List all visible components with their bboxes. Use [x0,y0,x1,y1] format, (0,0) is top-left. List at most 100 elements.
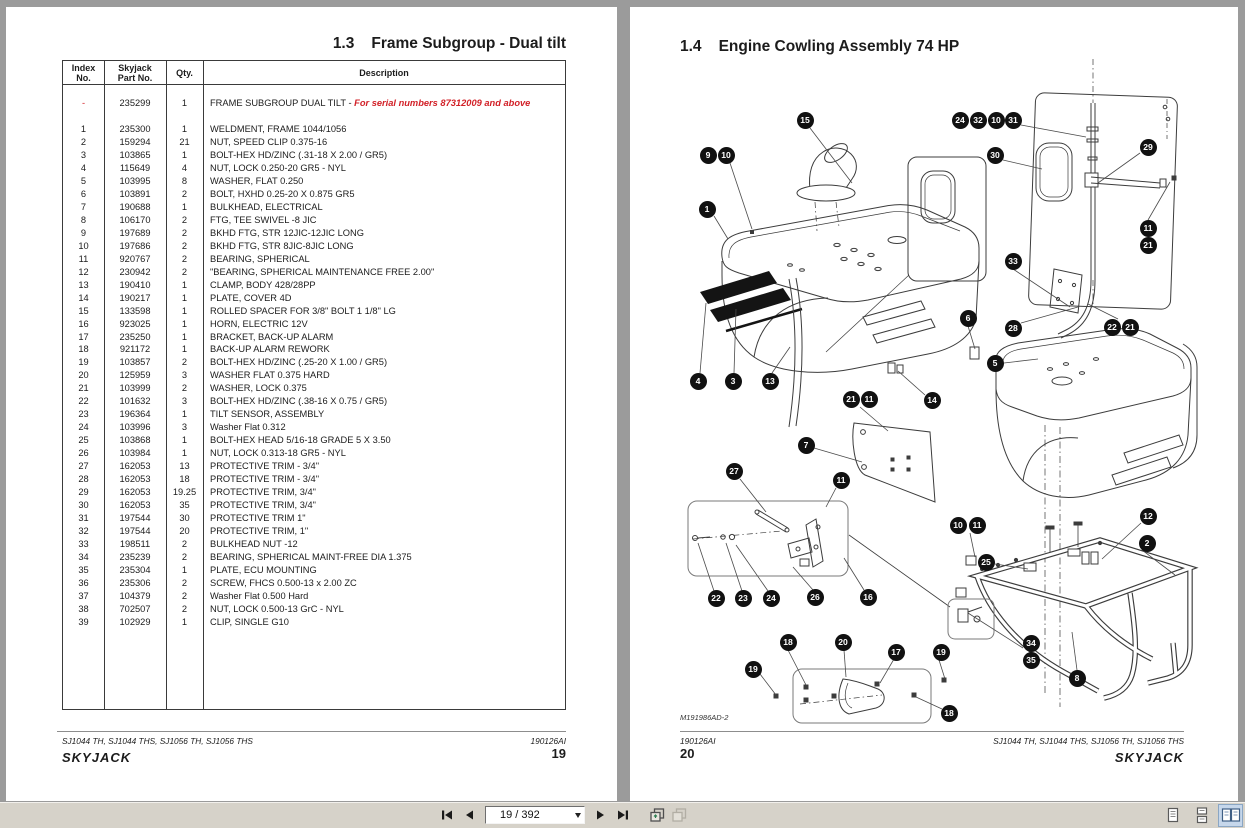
continuous-layout-button[interactable] [1189,804,1214,827]
callout-17: 17 [887,643,905,661]
callout-16: 16 [859,588,877,606]
callout-13: 13 [761,372,779,390]
continuous-layout-icon [1196,807,1207,824]
callout-20: 20 [834,633,852,651]
leader-lines [697,124,1176,710]
section-number: 1.3 [332,35,355,52]
next-view-button[interactable] [669,805,689,825]
facing-pages-layout-button[interactable] [1218,804,1243,827]
figure-reference: M191986AD-2 [680,713,729,722]
callout-6: 6 [959,309,977,327]
callout-12: 12 [1139,507,1157,525]
intro-description: FRAME SUBGROUP DUAL TILT - For serial nu… [210,98,531,108]
footer-page-number: 19 [551,746,566,761]
table-body: - 235299 1 FRAME SUBGROUP DUAL TILT - Fo… [63,85,565,709]
callout-15: 15 [796,111,814,129]
table-divider [166,61,167,709]
callout-27: 27 [725,462,743,480]
last-page-button[interactable] [613,805,633,825]
previous-view-icon [649,808,664,822]
page-dropdown-icon[interactable] [575,813,581,818]
next-page-icon [597,810,604,820]
facing-pages-layout-icon [1221,808,1240,822]
callout-2: 2 [1138,534,1156,552]
page-layout-controls [1160,804,1243,827]
callout-34: 34 [1022,634,1040,652]
previous-page-icon [466,810,473,820]
callout-10: 10 [987,111,1005,129]
section-name: Engine Cowling Assembly 74 HP [718,38,960,55]
intro-index: - [81,98,86,108]
footer-models: SJ1044 TH, SJ1044 THS, SJ1056 TH, SJ1056… [62,736,253,746]
intro-qty: 1 [181,98,188,108]
viewer-toolbar: 19 / 392 [0,801,1245,828]
callout-30: 30 [986,146,1004,164]
footer-rule [680,731,1184,732]
section-number: 1.4 [680,38,702,55]
callout-19: 19 [744,660,762,678]
skyjack-logo: SKYJACK [62,750,132,765]
page-number-value: 19 / 392 [500,809,540,821]
first-page-icon [442,810,452,820]
callout-35: 35 [1022,651,1040,669]
callout-24: 24 [762,589,780,607]
single-page-layout-button[interactable] [1160,804,1185,827]
callout-3: 3 [724,372,742,390]
callout-11: 11 [1139,219,1157,237]
callout-11: 11 [968,516,986,534]
callout-22: 22 [1103,318,1121,336]
next-page-button[interactable] [591,805,611,825]
callout-5: 5 [986,354,1004,372]
page-number-field[interactable]: 19 / 392 [485,806,585,824]
previous-page-button[interactable] [459,805,479,825]
previous-view-button[interactable] [647,805,667,825]
footer-doc-number: 190126AI [680,736,716,746]
first-page-button[interactable] [437,805,457,825]
callout-11: 11 [832,471,850,489]
callout-4: 4 [689,372,707,390]
section-title-left: 1.3 Frame Subgroup - Dual tilt [333,35,566,53]
single-page-layout-icon [1167,807,1178,823]
section-name: Frame Subgroup - Dual tilt [371,35,566,52]
callout-18: 18 [940,704,958,722]
callout-19: 19 [932,643,950,661]
callout-23: 23 [734,589,752,607]
last-page-icon [618,810,628,820]
callout-33: 33 [1004,252,1022,270]
col-header-description: Description [359,67,409,78]
callout-25: 25 [977,553,995,571]
callout-22: 22 [707,589,725,607]
